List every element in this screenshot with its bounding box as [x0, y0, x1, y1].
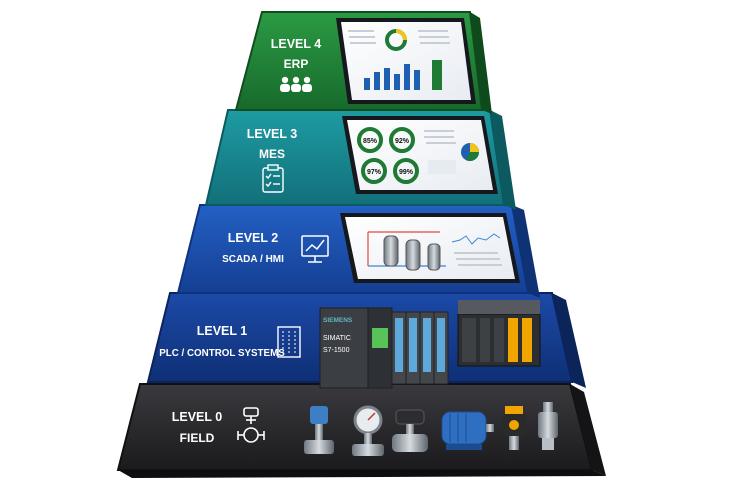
level0-subtitle: FIELD: [180, 431, 215, 445]
mes-gauge: 99%: [393, 158, 419, 184]
scada-screen: [340, 213, 520, 283]
level2-block: LEVEL 2 SCADA / HMI: [176, 204, 540, 298]
level4-subtitle: ERP: [284, 57, 309, 71]
plc-rack-icon: [277, 326, 301, 358]
electric-motor-device: [441, 411, 494, 450]
level1-title: LEVEL 1: [197, 324, 248, 338]
control-valve-device: [392, 409, 428, 452]
level3-subtitle: MES: [259, 147, 285, 161]
level4-title: LEVEL 4: [271, 37, 322, 51]
svg-text:92%: 92%: [395, 138, 410, 145]
people-group-icon: [280, 76, 312, 92]
level0-title: LEVEL 0: [172, 410, 223, 424]
level3-block: LEVEL 3 MES 85% 92% 97%: [204, 109, 516, 210]
plc-display: [372, 328, 388, 348]
remote-io-module: [457, 300, 541, 367]
level-sensor-device: [502, 406, 526, 450]
erp-screen: [336, 18, 476, 104]
field-devices: [304, 402, 558, 456]
mes-gauge: 85%: [357, 127, 383, 153]
valve-actuator-icon: [237, 407, 265, 443]
mes-gauge: 92%: [389, 127, 415, 153]
checklist-clipboard-icon: [262, 164, 284, 193]
mes-gauge: 97%: [361, 158, 387, 184]
level1-block: LEVEL 1 PLC / CONTROL SYSTEMS SIEMENS SI…: [146, 292, 586, 389]
level2-title: LEVEL 2: [228, 231, 279, 245]
level0-bottom-edge: [118, 470, 606, 478]
level2-side-face: [512, 205, 540, 298]
svg-text:85%: 85%: [363, 138, 378, 145]
level3-side-face: [490, 110, 516, 210]
level1-side-face: [552, 293, 586, 388]
level4-block: LEVEL 4 ERP: [234, 11, 492, 114]
level4-side-face: [470, 12, 492, 114]
monitor-chart-icon: [301, 235, 329, 263]
svg-text:97%: 97%: [367, 169, 382, 176]
level0-side-face: [570, 384, 606, 476]
svg-text:99%: 99%: [399, 169, 414, 176]
plc-model-line2: S7-1500: [323, 347, 350, 354]
level2-subtitle: SCADA / HMI: [222, 254, 284, 265]
level0-block: LEVEL 0 FIELD: [116, 383, 606, 478]
mes-screen: 85% 92% 97% 99%: [342, 116, 498, 194]
plc-model-line1: SIMATIC: [323, 335, 351, 342]
plc-brand-label: SIEMENS: [323, 317, 353, 324]
level3-title: LEVEL 3: [247, 127, 298, 141]
level1-subtitle: PLC / CONTROL SYSTEMS: [159, 348, 285, 359]
siemens-plc-module: SIEMENS SIMATIC S7-1500: [319, 307, 449, 389]
flow-meter-device: [304, 406, 334, 454]
pressure-gauge-device: [352, 405, 384, 456]
proximity-sensor-device: [538, 402, 558, 450]
